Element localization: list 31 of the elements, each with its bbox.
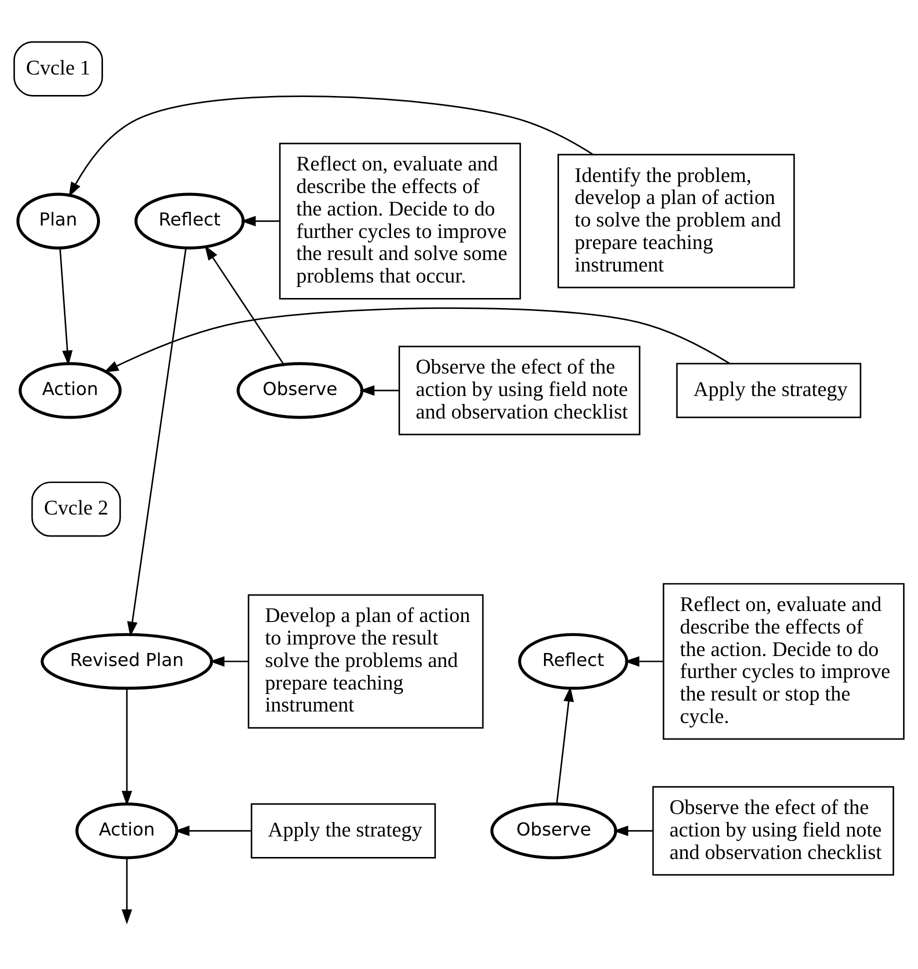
node-box: Cvcle 2 <box>31 481 121 536</box>
arrow <box>613 825 652 836</box>
node-ellipse: Action <box>75 802 178 859</box>
arrow <box>174 825 251 836</box>
arrow <box>240 215 280 226</box>
node-ellipse: Reflect <box>518 632 628 690</box>
node-box: Develop a plan of action to improve the result solve the problems and prepare teaching instrument <box>248 594 484 728</box>
node-box: Observe the efect of the action by using field note and observation checklist <box>652 786 894 876</box>
arrow <box>204 244 284 364</box>
arrow <box>104 306 730 372</box>
arrow <box>210 656 248 666</box>
node-ellipse: Revised Plan <box>40 632 214 690</box>
node-box: Reflect on, evaluate and describe the effects of the action. Decide to do further cycles to improve the result or stop the cycle. <box>662 582 905 740</box>
node-ellipse: Observe <box>236 362 364 418</box>
arrow <box>122 857 132 924</box>
node-ellipse: Plan <box>16 192 100 249</box>
node-box: Apply the strategy <box>676 362 862 418</box>
node-box: Reflect on, evaluate and describe the effects of the action. Decide to do further cycles to improve the result and solve some problems that occur. <box>279 142 521 299</box>
arrow <box>624 656 664 666</box>
arrow <box>127 247 187 636</box>
node-box: Apply the strategy <box>250 802 436 858</box>
arrow <box>122 688 132 806</box>
node-box: Identify the problem, develop a plan of action to solve the problem and prepare teaching instrument <box>558 153 795 288</box>
arrow <box>556 686 574 804</box>
node-box: Cvcle 1 <box>13 40 103 96</box>
arrow <box>68 95 594 197</box>
arrow <box>359 384 399 396</box>
node-box: Observe the efect of the action by using field note and observation checklist <box>398 345 640 435</box>
node-ellipse: Observe <box>490 802 618 859</box>
node-ellipse: Reflect <box>134 192 245 249</box>
arrow <box>59 248 73 365</box>
